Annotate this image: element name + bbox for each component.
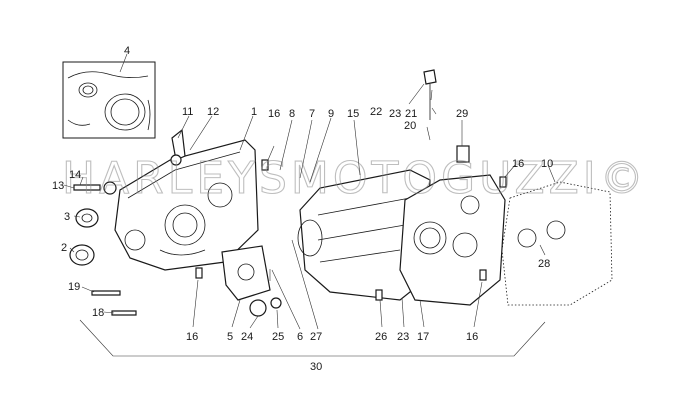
cover-gasket — [501, 181, 613, 306]
callout-2: 2 — [61, 242, 67, 254]
callout-5: 5 — [227, 331, 233, 343]
callout-1: 1 — [251, 106, 257, 118]
callout-6: 6 — [297, 331, 303, 343]
callout-17: 17 — [417, 331, 429, 343]
bolts — [73, 159, 507, 316]
callout-11: 11 — [182, 106, 193, 118]
sensor-parts — [170, 69, 470, 317]
callout-12: 12 — [207, 106, 219, 118]
inset-detail-view — [62, 61, 156, 139]
callout-7: 7 — [309, 108, 315, 120]
callout-22: 22 — [370, 106, 382, 118]
callout-23a: 23 — [389, 108, 401, 120]
callout-13: 13 — [52, 180, 64, 192]
callout-16b: 16 — [512, 158, 524, 170]
callout-9: 9 — [328, 108, 334, 120]
callout-27: 27 — [310, 331, 322, 343]
callout-16c: 16 — [186, 331, 198, 343]
callout-21: 21 — [405, 108, 417, 120]
leader-lines — [63, 53, 556, 330]
callout-15: 15 — [347, 108, 359, 120]
callout-14: 14 — [69, 169, 81, 181]
bearings-left — [69, 208, 99, 266]
callout-labels: 4 11 12 1 16 8 7 9 15 22 23 21 20 29 16 … — [52, 45, 553, 373]
gasket-plate — [221, 245, 271, 301]
watermark-text: HARLEYSMOTOGUZZI© — [62, 153, 648, 204]
callout-29: 29 — [456, 108, 468, 120]
callout-19: 19 — [68, 281, 80, 293]
callout-24: 24 — [241, 331, 253, 343]
callout-25: 25 — [272, 331, 284, 343]
callout-8: 8 — [289, 108, 295, 120]
callout-30: 30 — [310, 361, 322, 373]
callout-4: 4 — [124, 45, 130, 57]
callout-16a: 16 — [268, 108, 280, 120]
callout-23b: 23 — [397, 331, 409, 343]
callout-18: 18 — [92, 307, 104, 319]
right-crankcase-half — [399, 174, 506, 306]
callout-10: 10 — [541, 158, 553, 170]
callout-28: 28 — [538, 258, 550, 270]
callout-26: 26 — [375, 331, 387, 343]
callout-3: 3 — [64, 211, 70, 223]
callout-20: 20 — [404, 120, 416, 132]
callout-16d: 16 — [466, 331, 478, 343]
left-crankcase-half — [114, 139, 259, 271]
